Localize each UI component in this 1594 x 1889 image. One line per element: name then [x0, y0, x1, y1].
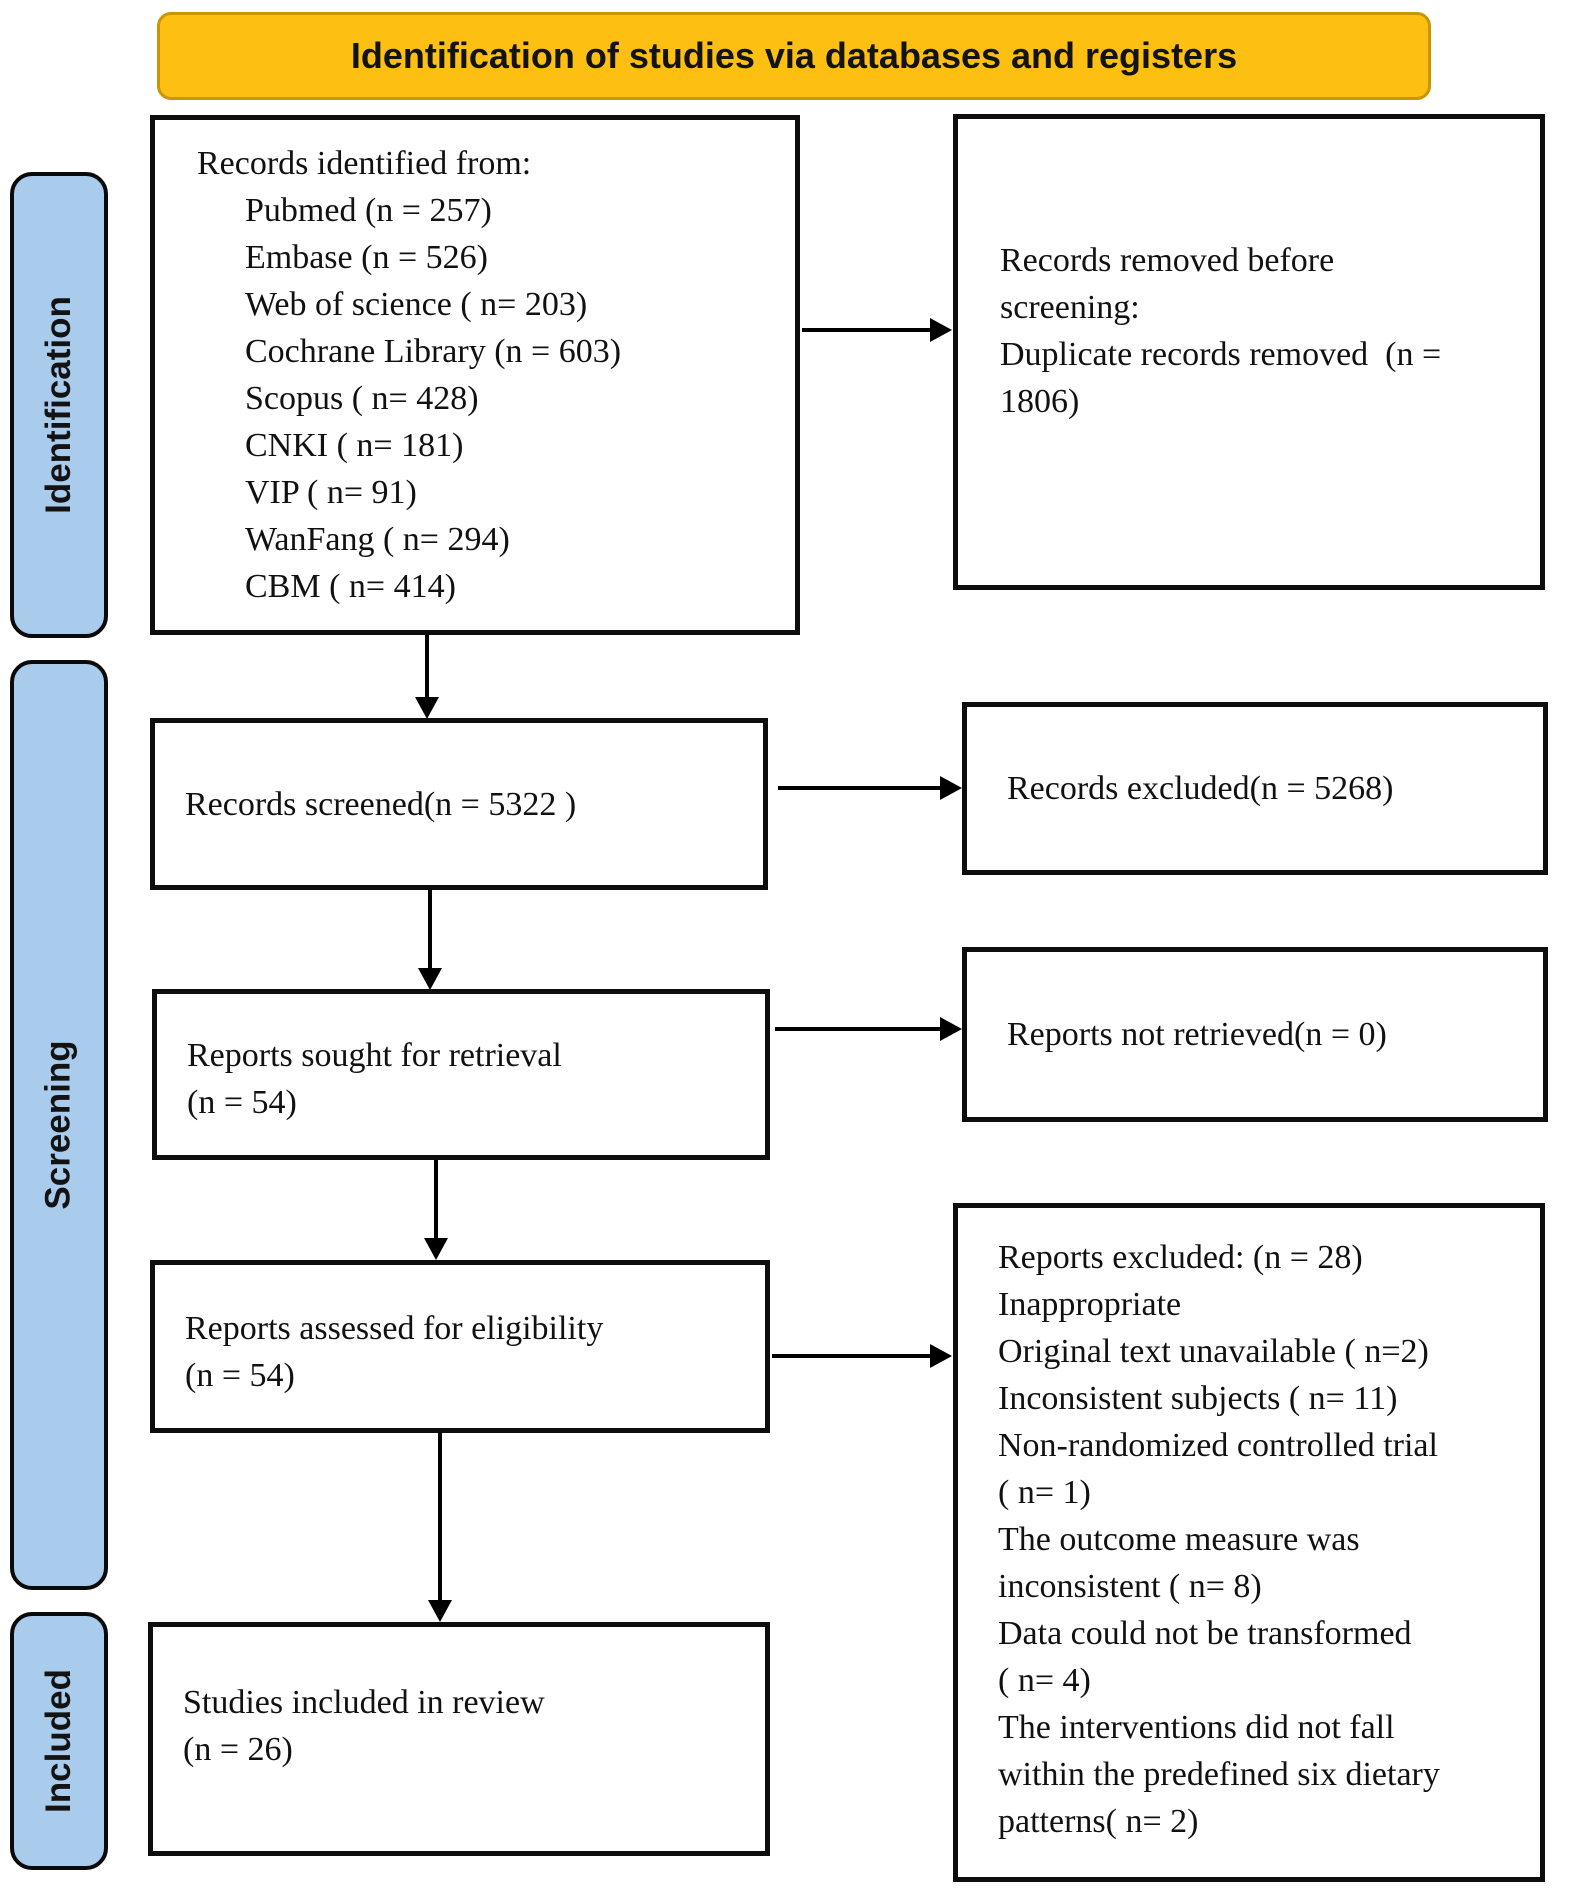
studies-included-line: (n = 26) [183, 1731, 293, 1768]
studies-included-line: Studies included in review [183, 1684, 545, 1721]
arrow-identified-to-screened [415, 635, 439, 719]
box-reports-assessed: Reports assessed for eligibility (n = 54… [150, 1260, 770, 1433]
reports-assessed-line: (n = 54) [185, 1357, 295, 1394]
reports-sought-line: Reports sought for retrieval [187, 1037, 562, 1074]
reports-not-retrieved-text: Reports not retrieved(n = 0) [1007, 1016, 1387, 1053]
box-records-removed: Records removed before screening: Duplic… [953, 114, 1545, 590]
records-removed-line: screening: [1000, 289, 1140, 326]
reports-sought-line: (n = 54) [187, 1084, 297, 1121]
diagram-title: Identification of studies via databases … [350, 35, 1238, 76]
records-screened-text: Records screened(n = 5322 ) [185, 785, 577, 823]
records-removed-line: Records removed before [1000, 242, 1335, 279]
reports-excluded-line: ( n= 1) [998, 1474, 1091, 1511]
arrow-assessed-to-included [428, 1433, 452, 1622]
stage-label-identification-text: Identification [39, 296, 78, 514]
reports-excluded-line: within the predefined six dietary [998, 1756, 1440, 1793]
records-identified-item: VIP ( n= 91) [245, 474, 417, 511]
stage-label-included: Included [10, 1612, 108, 1870]
arrow-sought-to-not-retrieved [775, 1017, 962, 1041]
reports-excluded-line: Non-randomized controlled trial [998, 1427, 1438, 1464]
reports-excluded-line: patterns( n= 2) [998, 1803, 1199, 1840]
box-records-screened: Records screened(n = 5322 ) [150, 718, 768, 890]
arrow-screened-to-excluded [778, 776, 962, 800]
box-reports-sought: Reports sought for retrieval (n = 54) [152, 989, 770, 1160]
box-records-identified: Records identified from: Pubmed (n = 257… [150, 115, 800, 635]
reports-excluded-line: The interventions did not fall [998, 1709, 1395, 1746]
reports-excluded-line: Original text unavailable ( n=2) [998, 1333, 1429, 1370]
records-removed-line: 1806) [1000, 383, 1080, 420]
arrow-screened-to-sought [418, 890, 442, 990]
reports-excluded-line: ( n= 4) [998, 1662, 1091, 1699]
records-identified-item: Pubmed (n = 257) [245, 192, 492, 229]
records-identified-item: Embase (n = 526) [245, 239, 488, 276]
stage-label-included-text: Included [39, 1669, 78, 1813]
box-reports-not-retrieved: Reports not retrieved(n = 0) [962, 947, 1548, 1122]
records-removed-line: Duplicate records removed (n = [1000, 336, 1442, 373]
reports-excluded-line: The outcome measure was [998, 1521, 1360, 1558]
records-identified-item: Scopus ( n= 428) [245, 380, 479, 417]
box-records-excluded: Records excluded(n = 5268) [962, 702, 1548, 875]
records-identified-item: CBM ( n= 414) [245, 568, 456, 605]
reports-excluded-line: Data could not be transformed [998, 1615, 1412, 1652]
records-identified-item: WanFang ( n= 294) [245, 521, 510, 558]
reports-excluded-line: Inappropriate [998, 1286, 1182, 1323]
reports-excluded-line: inconsistent ( n= 8) [998, 1568, 1262, 1605]
reports-excluded-line: Reports excluded: (n = 28) [998, 1239, 1363, 1276]
reports-assessed-line: Reports assessed for eligibility [185, 1310, 604, 1347]
arrow-sought-to-assessed [424, 1160, 448, 1260]
arrow-assessed-to-excluded [772, 1344, 952, 1368]
stage-label-screening-text: Screening [39, 1040, 79, 1210]
box-reports-excluded: Reports excluded: (n = 28) Inappropriate… [953, 1203, 1545, 1882]
records-identified-item: CNKI ( n= 181) [245, 427, 464, 464]
records-identified-item: Web of science ( n= 203) [245, 286, 588, 323]
box-studies-included: Studies included in review (n = 26) [148, 1622, 770, 1856]
records-identified-item: Cochrane Library (n = 603) [245, 333, 622, 370]
stage-label-screening: Screening [10, 660, 108, 1590]
reports-excluded-line: Inconsistent subjects ( n= 11) [998, 1380, 1398, 1417]
records-excluded-text: Records excluded(n = 5268) [1007, 770, 1394, 807]
arrow-identified-to-removed [802, 318, 952, 342]
diagram-title-banner: Identification of studies via databases … [157, 12, 1431, 100]
records-identified-heading: Records identified from: [197, 145, 532, 182]
stage-label-identification: Identification [10, 172, 108, 638]
